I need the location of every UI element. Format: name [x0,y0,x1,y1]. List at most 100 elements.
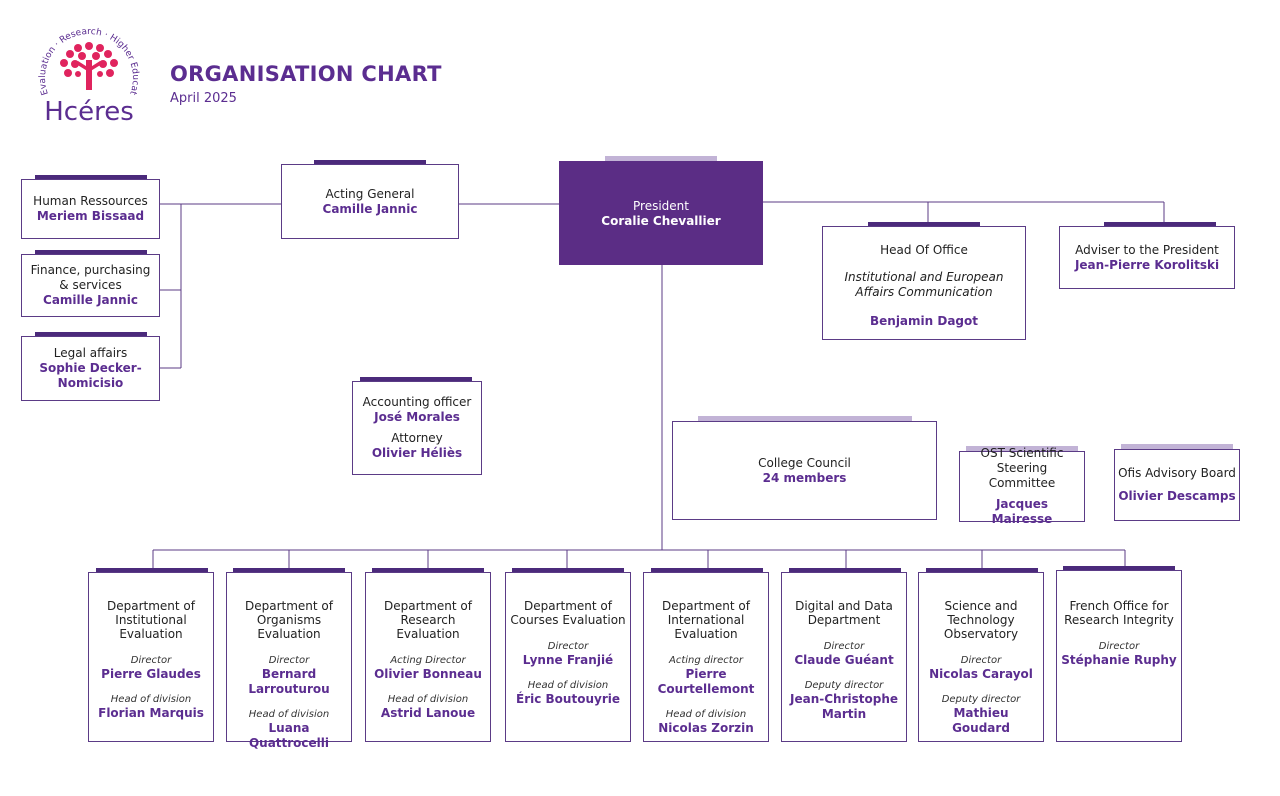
card-accent-bar [314,160,426,164]
person-name: Pierre Glaudes [101,667,201,681]
card-accent-bar [96,568,208,572]
card-title: Attorney [391,431,443,445]
card-title: Acting General [325,186,415,201]
role-label: Director [823,641,865,652]
person-name: Benjamin Dagot [869,314,978,328]
role-label: Head of division [665,709,747,720]
card-title: Legal affairs [53,346,128,360]
card-department: Department of Courses Evaluation Directo… [505,572,631,742]
person-name: Florian Marquis [98,706,204,720]
person-name: Meriem Bissaad [36,209,145,223]
department-title: Science and Technology Observatory [943,599,1019,641]
person-name: Olivier Héliès [371,446,463,460]
card-head-of-office: Head Of Office Institutional and Europea… [822,226,1026,340]
svg-text:Hcéres: Hcéres [44,97,134,127]
person-name: Jean-Christophe Martin [790,692,898,721]
card-accent-bar [360,377,472,381]
card-title: Adviser to the President [1075,242,1219,257]
person-name: Camille Jannic [43,293,138,307]
card-college-council: College Council 24 members [672,421,937,520]
card-department: Science and Technology Observatory Direc… [918,572,1044,742]
role-label: Acting Director [390,655,466,666]
role-label: Director [1098,641,1140,652]
hceres-logo: Evaluation · Research · Higher Education… [30,16,140,127]
card-department: Department of Organisms Evaluation Direc… [226,572,352,750]
card-accent-bar [926,568,1038,572]
card-acting-general: Acting General Camille Jannic [281,164,459,239]
role-label: Acting director [669,655,743,666]
page-title: ORGANISATION CHART [170,62,442,86]
role-label: Director [268,655,310,666]
card-accounting-officer: Accounting officer José Morales Attorney… [352,381,482,475]
department-title: French Office for Research Integrity [1064,599,1174,627]
person-name: Bernard Larrouturou [248,667,330,696]
card-department: Department of Institutional Evaluation D… [88,572,214,742]
role-label: Director [130,655,172,666]
card-legal-affairs: Legal affairs Sophie Decker-Nomicisio [21,336,160,401]
card-president: President Coralie Chevallier [559,161,763,265]
card-accent-bar [372,568,484,572]
card-accent-bar [512,568,624,572]
card-title: Human Ressources [33,194,148,208]
card-accent-bar [1104,222,1216,226]
card-department: Department of Research Evaluation Acting… [365,572,491,742]
person-name: Nicolas Zorzin [658,721,754,735]
role-label: Director [547,641,589,652]
card-subtitle: Institutional and European Affairs Commu… [844,270,1004,299]
person-name: 24 members [762,470,847,485]
card-accent-bar [966,446,1078,451]
card-title: President [633,199,689,213]
card-accent-bar [868,222,980,226]
department-title: Department of Courses Evaluation [510,599,626,627]
card-title: Head Of Office [880,243,968,257]
department-title: Department of Institutional Evaluation [107,599,195,641]
role-label: Head of division [248,709,330,720]
card-accent-bar [698,416,912,421]
card-finance: Finance, purchasing & services Camille J… [21,254,160,317]
card-human-resources: Human Ressources Meriem Bissaad [21,179,160,239]
person-name: Nicolas Carayol [929,667,1033,681]
person-name: Astrid Lanoue [380,706,476,720]
role-label: Deputy director [804,680,884,691]
person-name: Pierre Courtellemont [657,667,755,696]
person-name: Luana Quattrocelli [248,721,330,750]
card-title: Ofis Advisory Board [1118,466,1236,480]
card-accent-bar [1121,444,1233,449]
department-title: Department of Research Evaluation [384,599,472,641]
person-name: Stéphanie Ruphy [1061,653,1177,667]
card-accent-bar [233,568,345,572]
person-name: Lynne Franjié [522,653,614,667]
person-name: Jean-Pierre Korolitski [1074,257,1220,272]
card-accent-bar [35,332,147,336]
card-accent-bar [35,175,147,179]
department-title: Department of International Evaluation [662,599,750,641]
person-name: Éric Boutouyrie [516,692,620,706]
card-title: Finance, purchasing & services [30,263,151,292]
role-label: Director [960,655,1002,666]
person-name: Claude Guéant [794,653,894,667]
card-accent-bar [789,568,901,572]
card-ost-committee: OST Scientific Steering Committee Jacque… [959,446,1085,526]
person-name: Olivier Bonneau [374,667,482,681]
page-subtitle: April 2025 [170,91,237,106]
card-accent-bar [35,250,147,254]
card-title: OST Scientific Steering Committee [980,446,1064,490]
role-label: Head of division [110,694,192,705]
person-name: Olivier Descamps [1118,489,1236,503]
department-title: Department of Organisms Evaluation [245,599,333,641]
card-accent-bar [605,156,717,161]
person-name: Coralie Chevallier [601,214,721,228]
card-title: Accounting officer [362,395,472,409]
role-label: Head of division [527,680,609,691]
card-department: Digital and Data Department Director Cla… [781,572,907,742]
card-adviser: Adviser to the President Jean-Pierre Kor… [1059,226,1235,289]
person-name: Mathieu Goudard [952,706,1010,735]
card-accent-bar [1063,566,1175,570]
department-title: Digital and Data Department [795,599,893,627]
role-label: Deputy director [941,694,1021,705]
card-department: French Office for Research Integrity Dir… [1056,570,1182,742]
person-name: Jacques Mairesse [991,497,1053,526]
card-title: College Council [758,455,851,470]
person-name: Camille Jannic [322,201,418,216]
